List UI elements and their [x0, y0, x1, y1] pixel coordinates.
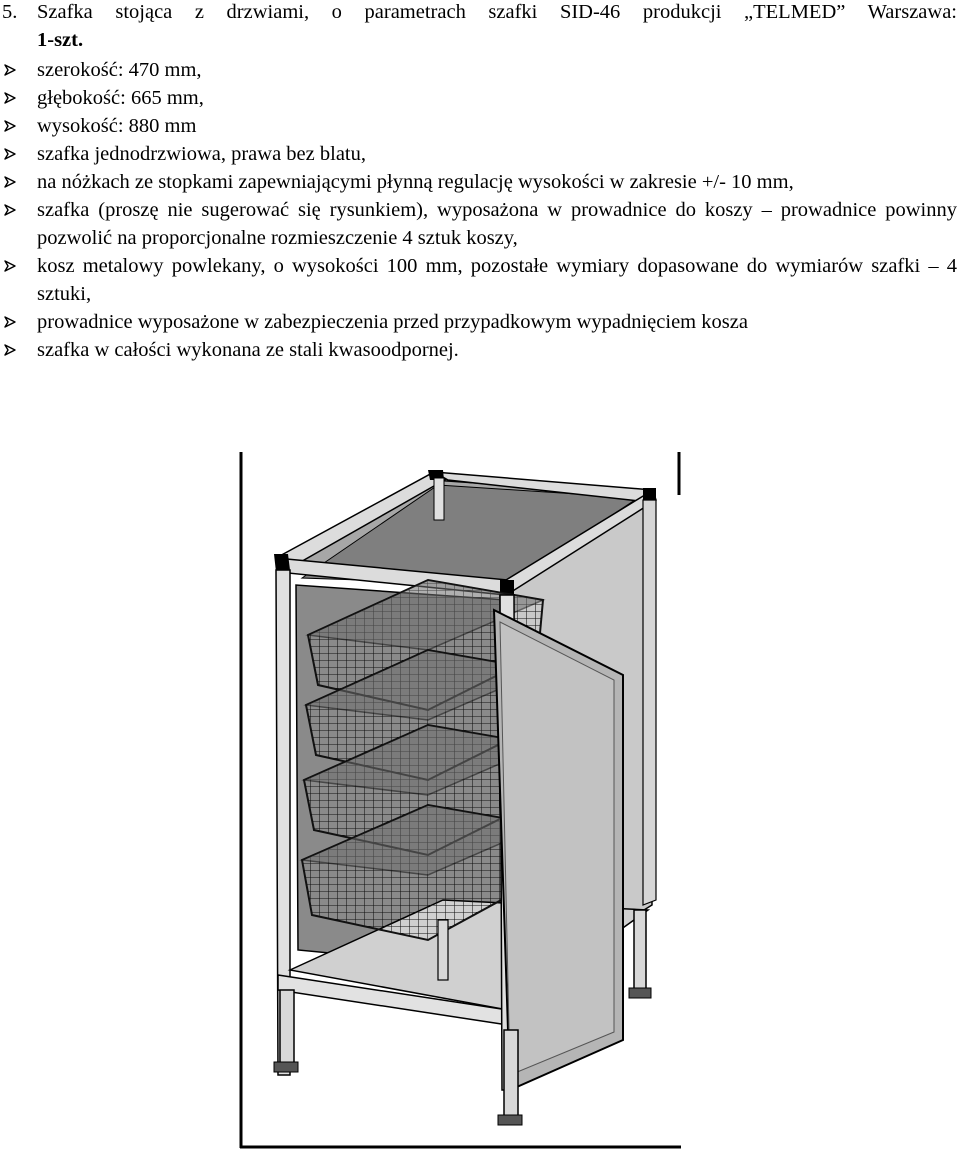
chevron-right-arrowhead-icon — [4, 316, 16, 328]
list-item-text: wysokość: 880 mm — [37, 115, 197, 137]
list-item: głębokość: 665 mm, — [0, 84, 960, 112]
list-item-text: szafka w całości wykonana ze stali kwaso… — [37, 339, 459, 361]
chevron-right-arrowhead-icon — [4, 204, 16, 216]
chevron-right-arrowhead-icon — [4, 260, 16, 272]
list-item: szafka w całości wykonana ze stali kwaso… — [0, 336, 960, 364]
chevron-right-arrowhead-icon — [4, 120, 16, 132]
list-item: szafka jednodrzwiowa, prawa bez blatu, — [0, 140, 960, 168]
basket — [299, 803, 546, 942]
cabinet-illustration — [239, 452, 681, 1149]
chevron-right-arrowhead-icon — [4, 344, 16, 356]
quantity-label: 1-szt. — [37, 29, 84, 51]
list-item: szafka (proszę nie sugerować się rysunki… — [0, 196, 960, 252]
chevron-right-arrowhead-icon — [4, 148, 16, 160]
list-item-text: szerokość: 470 mm, — [37, 59, 202, 81]
chevron-right-arrowhead-icon — [4, 64, 16, 76]
list-item-text: głębokość: 665 mm, — [37, 87, 204, 109]
list-item-text: kosz metalowy powlekany, o wysokości 100… — [37, 255, 957, 305]
list-item: na nóżkach ze stopkami zapewniającymi pł… — [0, 168, 960, 196]
requirements-list: szerokość: 470 mm, głębokość: 665 mm, wy… — [0, 56, 960, 364]
chevron-right-arrowhead-icon — [4, 92, 16, 104]
chevron-right-arrowhead-icon — [4, 176, 16, 188]
section-title: Szafka stojąca z drzwiami, o parametrach… — [37, 1, 957, 23]
list-item-text: prowadnice wyposażone w zabezpieczenia p… — [37, 311, 748, 333]
section-number: 5. — [2, 1, 18, 23]
list-item: kosz metalowy powlekany, o wysokości 100… — [0, 252, 960, 308]
specification-document: 5. Szafka stojąca z drzwiami, o parametr… — [0, 0, 960, 361]
section-heading: 5. Szafka stojąca z drzwiami, o parametr… — [0, 0, 960, 51]
list-item: szerokość: 470 mm, — [0, 56, 960, 84]
list-item: wysokość: 880 mm — [0, 112, 960, 140]
list-item-text: szafka (proszę nie sugerować się rysunki… — [37, 199, 957, 249]
list-item-text: na nóżkach ze stopkami zapewniającymi pł… — [37, 171, 794, 193]
list-item-text: szafka jednodrzwiowa, prawa bez blatu, — [37, 143, 366, 165]
list-item: prowadnice wyposażone w zabezpieczenia p… — [0, 308, 960, 336]
